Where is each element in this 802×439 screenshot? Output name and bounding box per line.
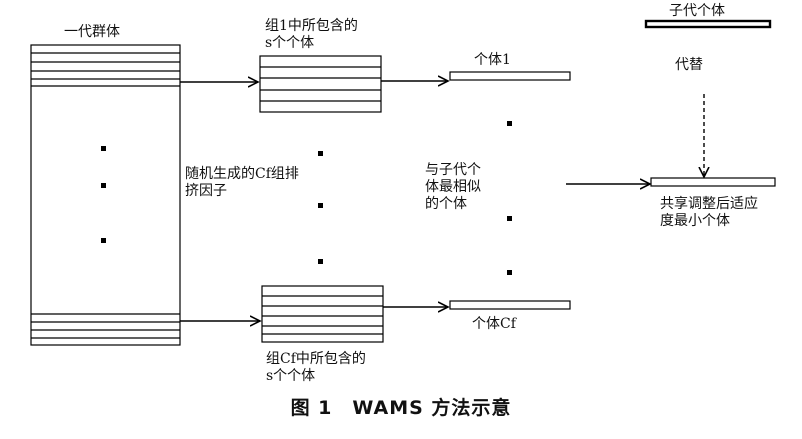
arrows xyxy=(180,81,704,321)
figure-caption: 图 1 WAMS 方法示意 xyxy=(290,397,512,419)
label-individual-cf: 个体Cf xyxy=(472,316,516,332)
label-shared-adjusted: 共享调整后适应度最小个体 xyxy=(660,196,758,229)
individual-ellipsis-dots xyxy=(507,121,512,275)
child-individual-bar xyxy=(644,19,772,29)
label-replace: 代替 xyxy=(675,57,703,73)
individual-cf-bar xyxy=(449,300,571,310)
group-ellipsis-dots xyxy=(318,151,323,264)
group1-block xyxy=(259,55,382,113)
individual-1-bar xyxy=(449,71,571,81)
parent-ellipsis-dots xyxy=(101,146,106,243)
label-group1-contains: 组1中所包含的s个个体 xyxy=(265,18,358,51)
label-random-cf: 随机生成的Cf组排挤因子 xyxy=(185,166,299,199)
label-groupcf-contains: 组Cf中所包含的s个个体 xyxy=(266,351,366,384)
label-individual-1: 个体1 xyxy=(474,52,511,68)
parent-population-block xyxy=(30,44,181,346)
label-most-similar: 与子代个体最相似的个体 xyxy=(425,162,481,212)
groupcf-block xyxy=(261,285,384,343)
min-fitness-individual-bar xyxy=(650,177,776,187)
label-child-individual: 子代个体 xyxy=(669,3,725,19)
label-parent-population: 一代群体 xyxy=(64,24,120,40)
